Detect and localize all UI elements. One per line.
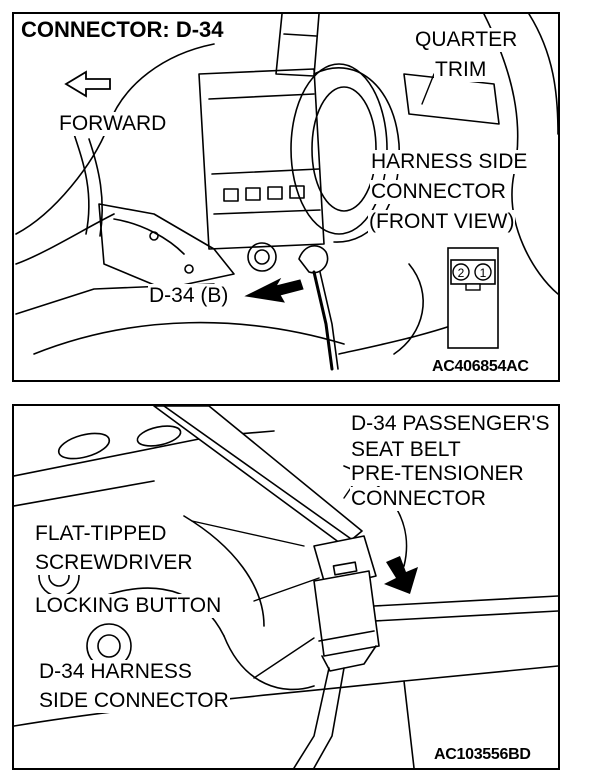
locking-button-label: LOCKING BUTTON (34, 594, 223, 618)
figure-code-top: AC406854AC (432, 358, 529, 375)
quarter-trim-label-line1: QUARTER (414, 28, 519, 52)
harness-side-label-line1: HARNESS SIDE (370, 150, 529, 174)
connector-title: CONNECTOR: D-34 (20, 17, 225, 42)
pin-number-2: 2 (458, 266, 465, 280)
spool (290, 63, 388, 235)
pretensioner-label-line2: SEAT BELT (350, 438, 462, 462)
body-panel-edge (15, 43, 215, 235)
connector-location-panel: 2 1 CONNECTOR: D-34 QUARTER TRIM FORWARD… (12, 12, 560, 382)
pin-number-1: 1 (480, 266, 487, 280)
harness-side-label-line2: CONNECTOR (370, 180, 507, 204)
screwdriver-shaft (153, 406, 363, 547)
callout-arrow-icon (244, 277, 304, 303)
quarter-trim-label-line2: TRIM (434, 58, 488, 82)
connector-body (298, 245, 329, 274)
belt-webbing (275, 14, 320, 77)
harness-side-label-line3: (FRONT VIEW) (368, 210, 516, 234)
screwdriver-label-line2: SCREWDRIVER (34, 551, 194, 575)
connector-callout-label: D-34 (B) (148, 284, 230, 308)
pull-direction-arrow-icon (384, 556, 418, 594)
pretensioner-label-line1: D-34 PASSENGER'S (350, 412, 551, 436)
mounting-bracket (98, 203, 235, 290)
connector-disconnect-panel: D-34 PASSENGER'S SEAT BELT PRE-TENSIONER… (12, 404, 560, 770)
forward-arrow-icon (64, 70, 111, 98)
screwdriver-label-line1: FLAT-TIPPED (34, 522, 168, 546)
harness-side-connector (313, 570, 380, 657)
pretensioner-label-line3: PRE-TENSIONER (350, 462, 525, 486)
anchor-bolt (247, 242, 277, 272)
retractor-body (198, 68, 325, 250)
figure-code-bottom: AC103556BD (434, 746, 531, 763)
harness-connector-front-view-icon (447, 247, 499, 349)
pretensioner-label-line4: CONNECTOR (350, 487, 487, 511)
screwdriver-disconnect-illustration (14, 406, 558, 768)
harness-connector-label-line1: D-34 HARNESS (38, 660, 193, 684)
forward-label: FORWARD (58, 112, 168, 136)
harness-connector-label-line2: SIDE CONNECTOR (38, 689, 230, 713)
